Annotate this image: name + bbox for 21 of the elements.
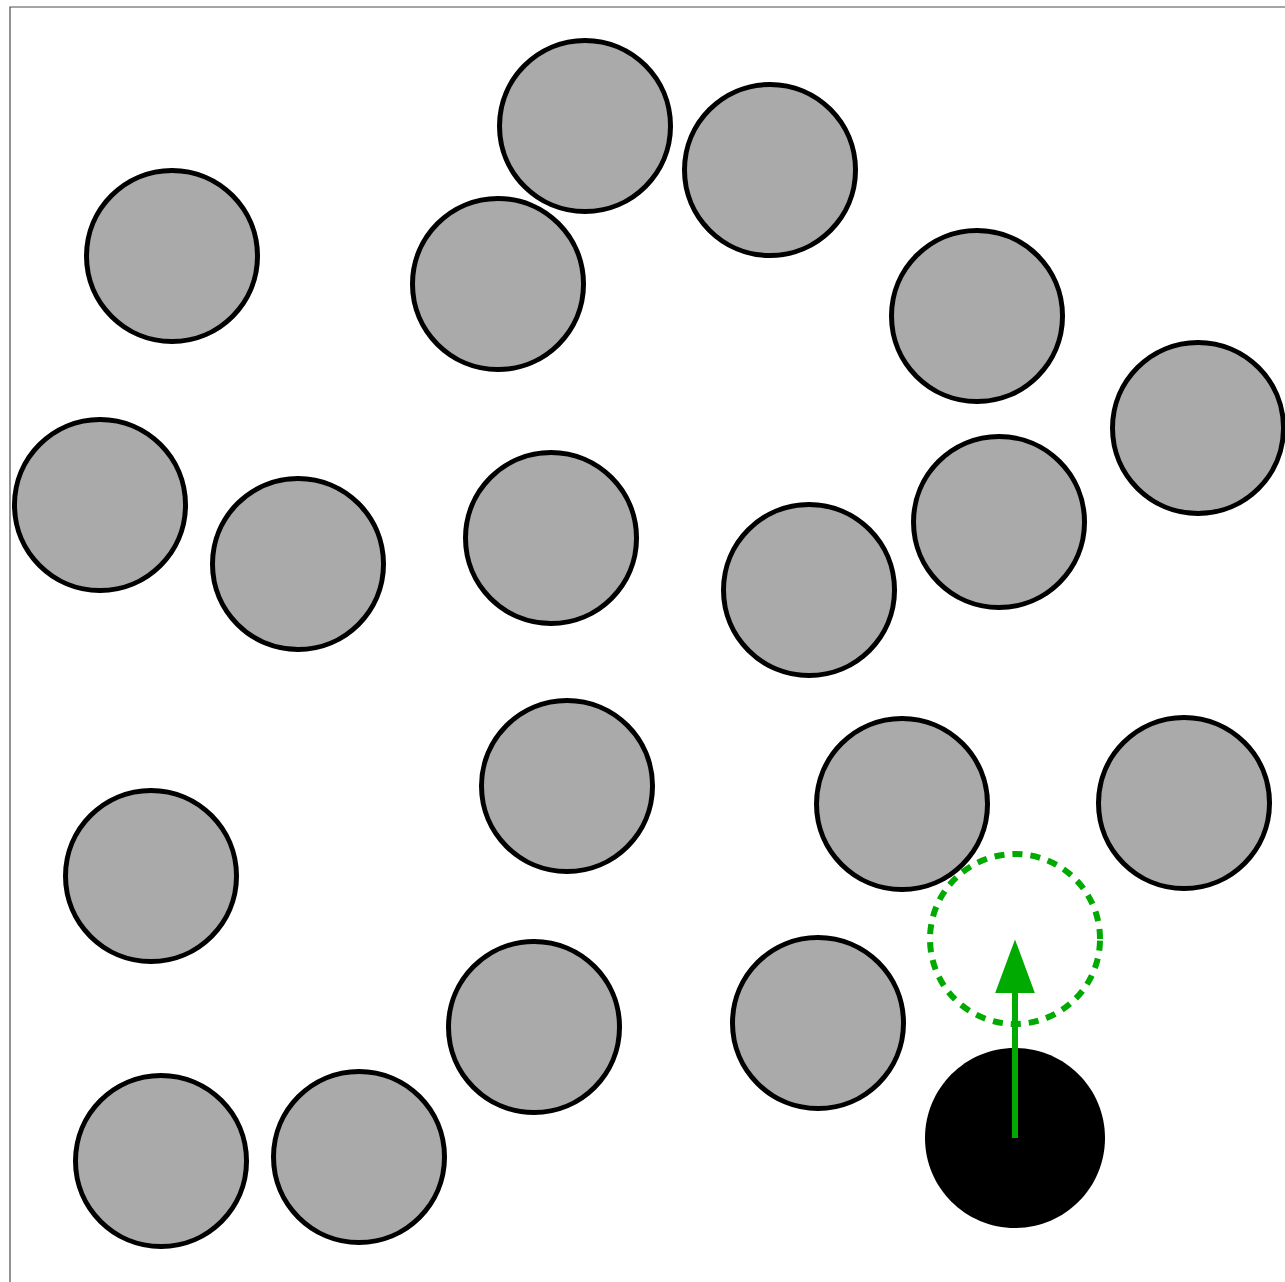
circle (210, 476, 386, 652)
circle (12, 417, 188, 593)
circle (497, 38, 673, 214)
circle (889, 228, 1065, 404)
circle (271, 1069, 447, 1245)
circle (446, 939, 622, 1115)
circle (721, 502, 897, 678)
circle (84, 168, 260, 344)
circle (814, 716, 990, 892)
dashed-circle (927, 851, 1103, 1027)
circle (1096, 715, 1272, 891)
circle (1110, 340, 1285, 516)
circle (682, 82, 858, 258)
circle (73, 1073, 249, 1249)
circle (63, 788, 239, 964)
filled-circle (925, 1048, 1105, 1228)
circle (911, 434, 1087, 610)
circle (463, 450, 639, 626)
circle (730, 935, 906, 1111)
circle (479, 698, 655, 874)
circle (410, 196, 586, 372)
